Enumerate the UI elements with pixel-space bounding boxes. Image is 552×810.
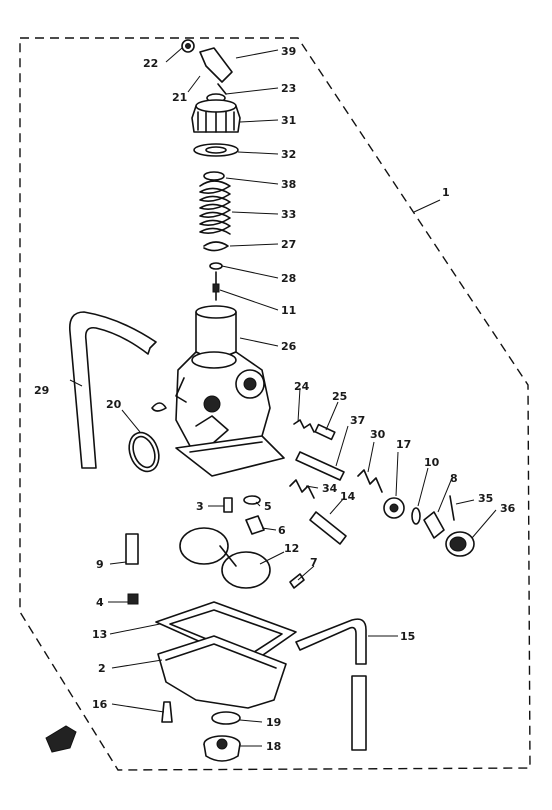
callout-34: 34 <box>322 482 338 495</box>
callout-38: 38 <box>281 178 296 191</box>
callout-10: 10 <box>424 456 440 469</box>
hose-15 <box>295 618 367 665</box>
callout-18: 18 <box>266 740 281 753</box>
callout-4: 4 <box>96 596 104 609</box>
callout-27: 27 <box>281 238 296 251</box>
callout-20: 20 <box>106 398 122 411</box>
callout-37: 37 <box>350 414 365 427</box>
callout-21: 21 <box>172 91 187 104</box>
callout-35: 35 <box>478 492 493 505</box>
callout-17: 17 <box>396 438 411 451</box>
callout-1: 1 <box>442 186 450 199</box>
callout-31: 31 <box>281 114 296 127</box>
callout-14: 14 <box>340 490 356 503</box>
callout-2: 2 <box>98 662 106 675</box>
callout-12: 12 <box>284 542 299 555</box>
callout-7: 7 <box>310 556 318 569</box>
hose-29 <box>68 311 157 469</box>
callout-6: 6 <box>278 524 286 537</box>
callout-25: 25 <box>332 390 347 403</box>
cap-stack <box>181 39 241 301</box>
o-ring-20 <box>128 431 160 473</box>
lower-parts <box>125 495 305 762</box>
callout-5: 5 <box>264 500 272 513</box>
callout-30: 30 <box>370 428 386 441</box>
callout-26: 26 <box>281 340 297 353</box>
callout-3: 3 <box>196 500 204 513</box>
callout-19: 19 <box>266 716 281 729</box>
callout-32: 32 <box>281 148 296 161</box>
callout-33: 33 <box>281 208 296 221</box>
callout-8: 8 <box>450 472 458 485</box>
carburetor-body <box>175 305 285 477</box>
callout-29: 29 <box>34 384 49 397</box>
callout-24: 24 <box>294 380 310 393</box>
callout-15: 15 <box>400 630 415 643</box>
callout-13: 13 <box>92 628 107 641</box>
right-side-parts <box>289 419 475 557</box>
callout-23: 23 <box>281 82 296 95</box>
callout-9: 9 <box>96 558 104 571</box>
assembly-boundary <box>19 37 531 771</box>
leader-lines <box>69 47 497 747</box>
callout-11: 11 <box>281 304 296 317</box>
callout-36: 36 <box>500 502 516 515</box>
callout-39: 39 <box>281 45 296 58</box>
callout-16: 16 <box>92 698 108 711</box>
reference-mark <box>45 725 77 753</box>
callout-labels: 22 39 21 23 31 32 38 33 27 28 11 26 1 29… <box>34 45 516 753</box>
callout-28: 28 <box>281 272 296 285</box>
callout-22: 22 <box>143 57 158 70</box>
